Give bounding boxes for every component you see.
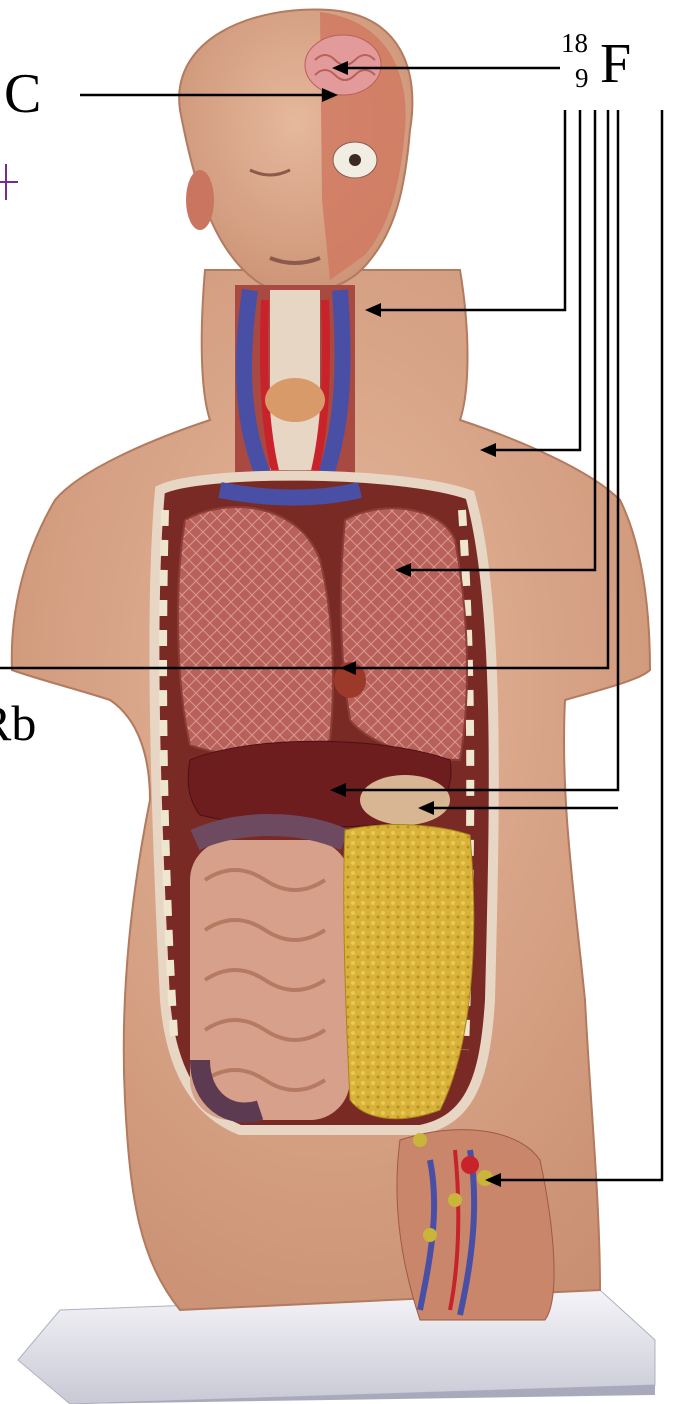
liver — [188, 741, 451, 827]
fluorine-atomic-number: 9 — [575, 65, 589, 92]
fluorine-mass-number: 18 — [561, 30, 588, 57]
purple-plus-mark — [0, 160, 18, 204]
thigh-dissection — [397, 1130, 554, 1320]
fluorine-symbol: F — [600, 36, 631, 92]
display-base — [18, 1290, 655, 1404]
intestines — [190, 825, 350, 1120]
neck-vessels — [235, 285, 355, 490]
greater-omentum — [344, 825, 474, 1119]
label-rubidium: Rb — [0, 698, 36, 748]
label-fluorine-isotope: 18 9 F — [553, 30, 643, 110]
label-carbon: C — [4, 66, 41, 122]
head — [179, 10, 412, 294]
